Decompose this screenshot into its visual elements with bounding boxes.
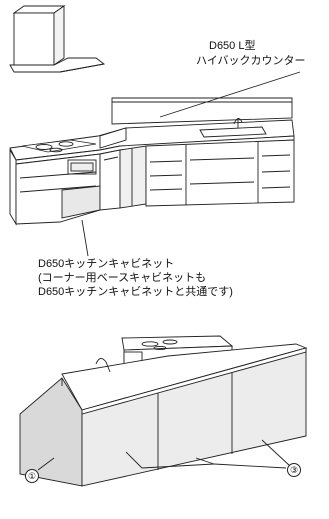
marker-door-panels: ③ xyxy=(287,463,301,477)
range-hood-icon xyxy=(9,5,106,73)
callout-leaders xyxy=(37,439,291,471)
marker-left-panel: ① xyxy=(25,469,39,483)
l-shaped-kitchen-drawing xyxy=(9,71,301,257)
l-counter-label-line2: ハイバックカウンター xyxy=(196,55,306,67)
l-counter-label-line1: D650 L型 xyxy=(209,40,256,52)
cabinet-label-line1: D650キッチンキャビネット xyxy=(38,258,175,270)
cabinet-label-line2: (コーナー用ベースキャビネットも xyxy=(38,272,207,284)
panel-kitchen-drawing xyxy=(19,335,308,487)
cabinet-label-line3: D650キッチンキャビネットと共通です) xyxy=(38,286,233,298)
